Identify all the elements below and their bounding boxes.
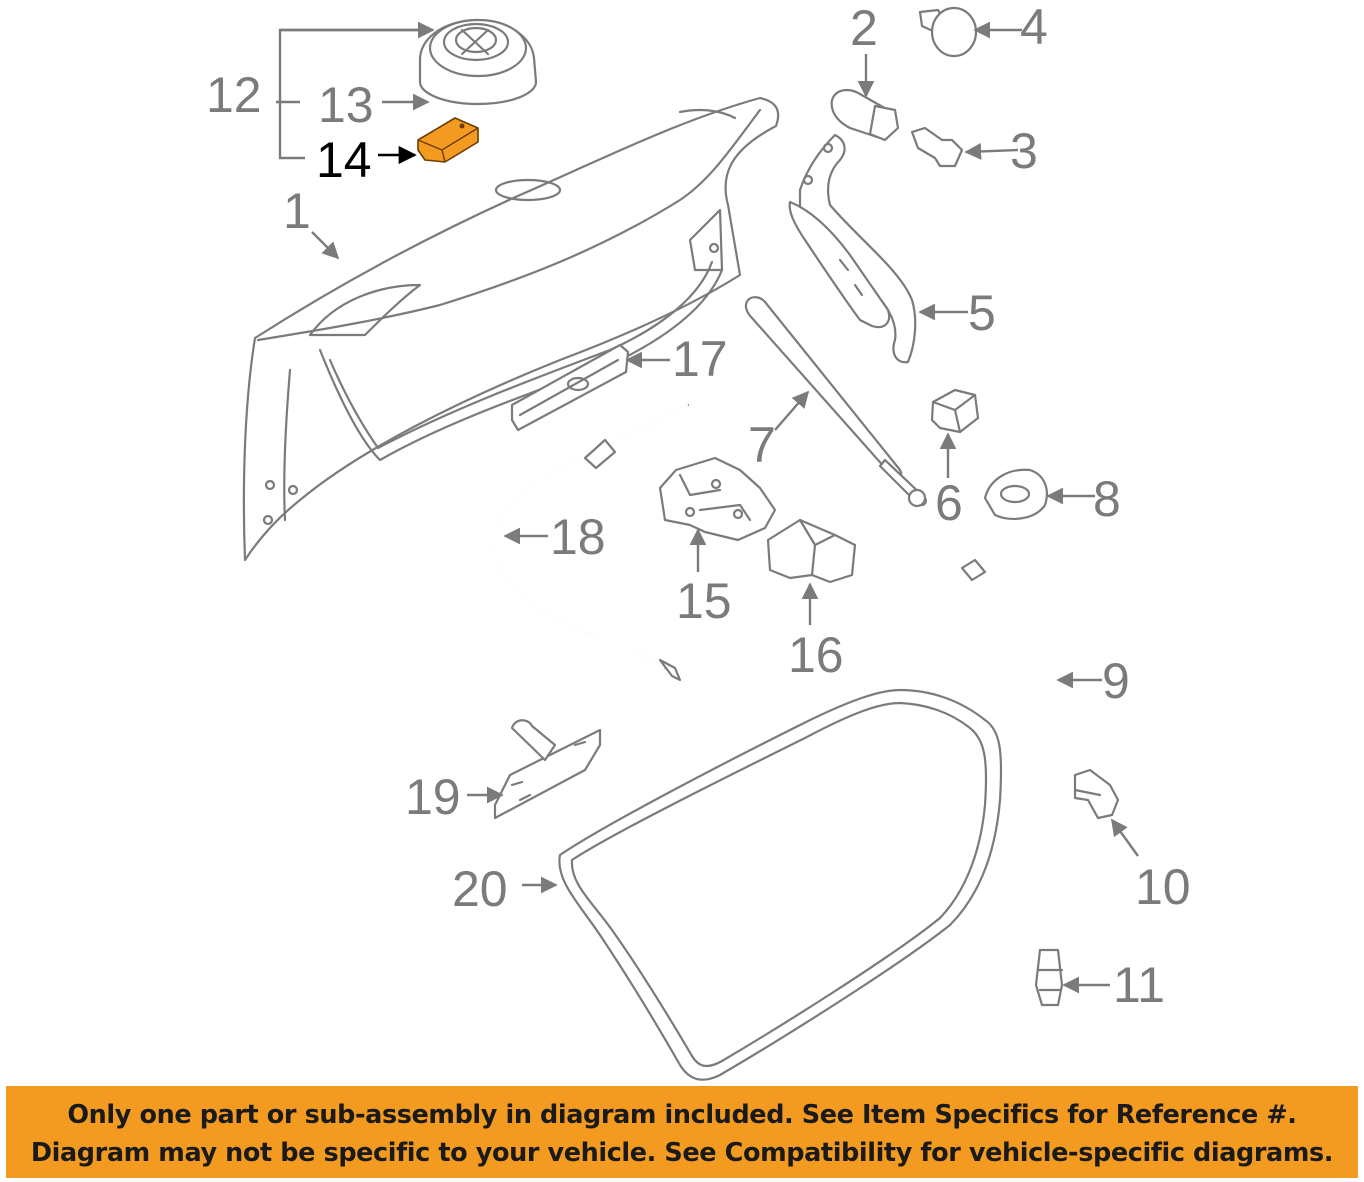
part-8-grommet xyxy=(983,468,1048,520)
callout-19: 19 xyxy=(405,769,461,825)
callout-12: 12 xyxy=(206,67,262,123)
callout-7: 7 xyxy=(748,417,776,473)
callout-10: 10 xyxy=(1135,859,1191,915)
callout-11: 11 xyxy=(1113,957,1165,1013)
part-11-plug xyxy=(1034,948,1064,1007)
callout-20: 20 xyxy=(452,861,508,917)
part-20-seal xyxy=(558,688,1003,1081)
disclaimer-line-2: Diagram may not be specific to your vehi… xyxy=(30,1138,1334,1168)
part-19-panel xyxy=(493,719,602,820)
part-7-gas-strut xyxy=(744,296,927,508)
leader-lines xyxy=(276,21,1139,994)
disclaimer-line-1: Only one part or sub-assembly in diagram… xyxy=(67,1100,1297,1130)
part-13-emblem-housing xyxy=(418,18,538,106)
callout-9: 9 xyxy=(1102,653,1130,709)
callout-3: 3 xyxy=(1010,123,1038,179)
callout-14: 14 xyxy=(316,132,372,188)
part-17-handle xyxy=(510,343,630,432)
part-9-rod xyxy=(960,558,1054,933)
callout-8: 8 xyxy=(1093,471,1121,527)
part-10-bracket xyxy=(1073,768,1120,820)
callout-18: 18 xyxy=(550,509,606,565)
part-2-lock-cylinder xyxy=(830,88,900,142)
part-14-emblem-switch xyxy=(417,117,479,163)
callout-5: 5 xyxy=(968,285,996,341)
part-15-latch xyxy=(658,456,777,542)
callout-labels: 1 2 3 4 5 6 7 8 9 10 11 12 13 14 15 16 1… xyxy=(206,0,1191,1013)
callout-17: 17 xyxy=(672,331,728,387)
callout-16: 16 xyxy=(788,627,844,683)
part-3-key xyxy=(910,126,964,168)
part-6-bumper xyxy=(930,388,980,434)
callout-2: 2 xyxy=(850,0,878,56)
part-1-trunk-lid xyxy=(242,96,780,562)
callout-6: 6 xyxy=(935,475,963,531)
trunk-lid-parts-diagram: 1 2 3 4 5 6 7 8 9 10 11 12 13 14 15 16 1… xyxy=(206,0,1191,1081)
part-18-cable xyxy=(492,403,690,682)
callout-13: 13 xyxy=(318,77,374,133)
part-5-hinge xyxy=(788,133,917,364)
part-4-clip xyxy=(918,6,978,58)
callout-1: 1 xyxy=(283,183,311,239)
part-16-cover xyxy=(766,518,857,584)
callout-4: 4 xyxy=(1020,0,1048,55)
disclaimer-banner: Only one part or sub-assembly in diagram… xyxy=(6,1086,1358,1178)
callout-15: 15 xyxy=(676,573,732,629)
